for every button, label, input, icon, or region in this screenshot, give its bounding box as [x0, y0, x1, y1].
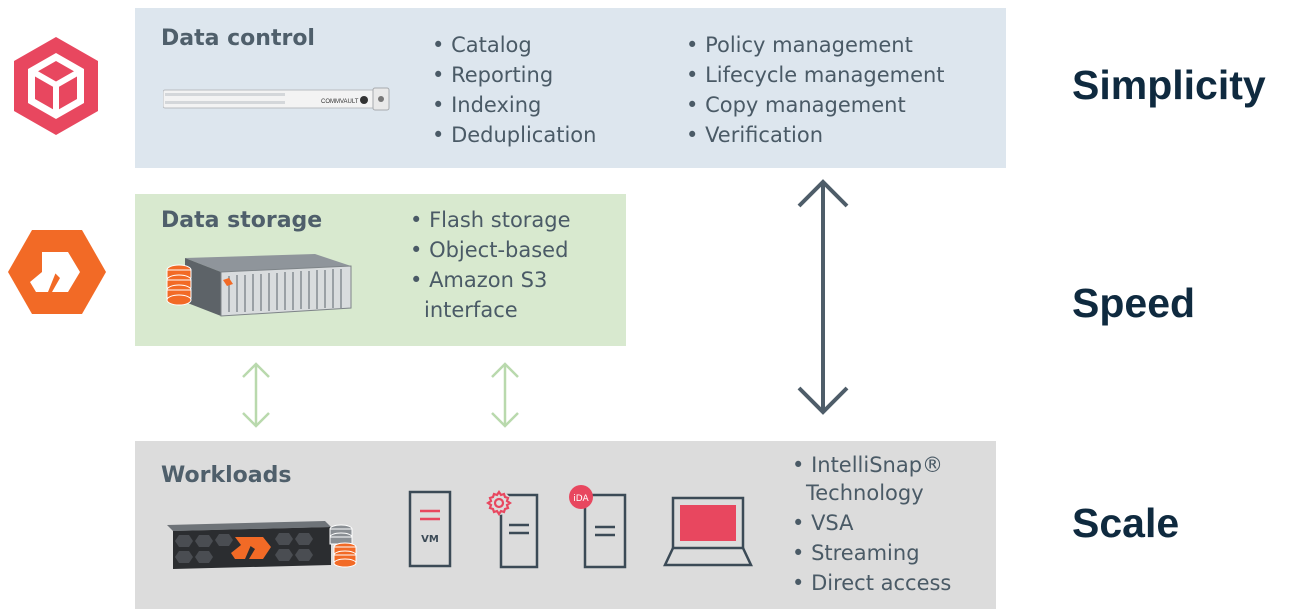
pure-storage-logo-icon — [8, 230, 106, 314]
workloads-panel: Workloads — [135, 441, 996, 609]
commvault-appliance-image: COMMVAULT — [163, 87, 390, 111]
tagline-speed: Speed — [1072, 280, 1196, 326]
bullet-indexing: Indexing — [432, 90, 596, 120]
data-storage-title: Data storage — [161, 208, 323, 233]
data-control-panel: Data control COMMVAULT Catalog Reporting… — [135, 8, 1006, 168]
bullet-policy-management: Policy management — [686, 30, 945, 60]
data-control-title: Data control — [161, 26, 315, 51]
bullet-amazon-s3: Amazon S3 — [410, 265, 571, 295]
green-double-arrow-icon — [242, 362, 270, 428]
commvault-device-label: COMMVAULT — [321, 99, 359, 105]
flash-storage-array-image — [166, 254, 352, 317]
ida-server-icon: iDA — [569, 485, 627, 569]
laptop-icon — [663, 496, 753, 567]
bullet-reporting: Reporting — [432, 60, 596, 90]
ida-label: iDA — [573, 494, 589, 504]
bullet-interface: interface — [424, 298, 518, 322]
vm-label: VM — [421, 534, 439, 545]
control-bullets-left: Catalog Reporting Indexing Deduplication — [432, 30, 596, 150]
workloads-bullets: IntelliSnap® Technology VSA Streaming Di… — [792, 452, 951, 598]
gear-icon — [486, 490, 512, 516]
bullet-deduplication: Deduplication — [432, 120, 596, 150]
gear-server-icon — [486, 490, 539, 569]
tagline-scale: Scale — [1072, 500, 1180, 546]
control-bullets-right: Policy management Lifecycle management C… — [686, 30, 945, 150]
workloads-title: Workloads — [161, 463, 292, 488]
bullet-intellisnap: IntelliSnap® — [792, 452, 951, 478]
bullet-direct-access: Direct access — [792, 568, 951, 598]
bullet-technology: Technology — [806, 481, 924, 505]
storage-bullets: Flash storage Object-based Amazon S3 int… — [410, 205, 571, 325]
bullet-object-based: Object-based — [410, 235, 571, 265]
bullet-vsa: VSA — [792, 508, 951, 538]
tagline-simplicity: Simplicity — [1072, 62, 1266, 108]
bullet-lifecycle-management: Lifecycle management — [686, 60, 944, 90]
bullet-verification: Verification — [686, 120, 945, 150]
bullet-copy-management: Copy management — [686, 90, 945, 120]
bullet-flash-storage: Flash storage — [410, 205, 570, 235]
dark-double-arrow-icon — [797, 179, 849, 415]
commvault-logo-icon — [14, 37, 98, 135]
flashblade-appliance-image — [167, 521, 357, 569]
data-storage-panel: Data storage Flash storage Object-base — [135, 194, 626, 346]
bullet-streaming: Streaming — [792, 538, 951, 568]
vm-server-icon: VM — [408, 490, 452, 568]
green-double-arrow-icon — [491, 362, 519, 428]
bullet-catalog: Catalog — [432, 30, 596, 60]
